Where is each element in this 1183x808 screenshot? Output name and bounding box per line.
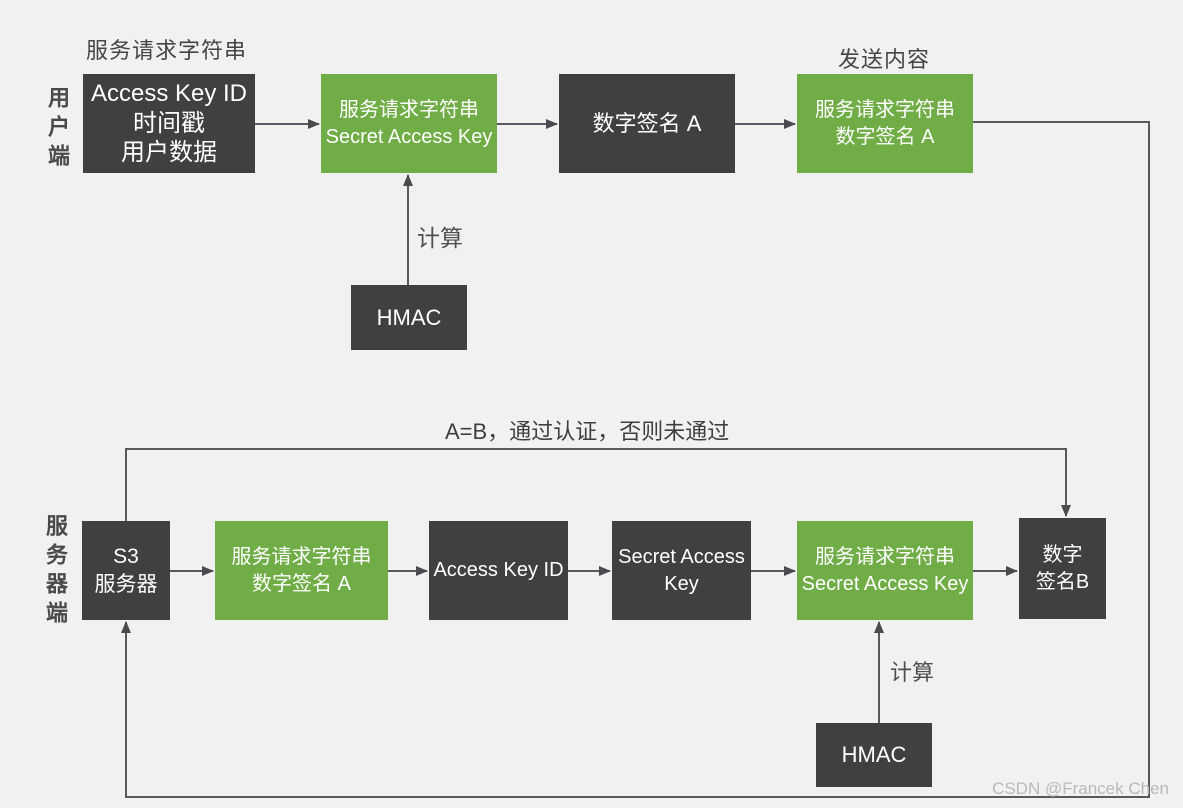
- node-line: 数字: [1042, 544, 1083, 567]
- node-access-key-id: Access Key ID: [429, 521, 568, 620]
- node-signature-a: 数字签名 A: [559, 74, 735, 173]
- label-compute-server: 计算: [890, 660, 935, 685]
- node-line: 用户数据: [121, 139, 217, 167]
- node-line: 服务请求字符串: [815, 99, 955, 122]
- node-hmac-client: HMAC: [351, 285, 467, 350]
- lane-label-client: 用户端: [45, 86, 70, 173]
- node-line: HMAC: [841, 742, 907, 768]
- label-ab-check: A=B，通过认证，否则未通过: [445, 419, 730, 444]
- node-server-received: 服务请求字符串 数字签名 A: [215, 521, 388, 620]
- node-client-combine: 服务请求字符串 Secret Access Key: [321, 74, 497, 173]
- node-line: Secret Access Key: [801, 572, 969, 595]
- node-line: 服务请求字符串: [339, 99, 479, 122]
- node-line: HMAC: [376, 304, 442, 330]
- node-line: Key: [664, 572, 699, 595]
- node-signature-b: 数字 签名B: [1019, 518, 1106, 619]
- node-line: 服务请求字符串: [815, 546, 955, 569]
- label-send-content: 发送内容: [838, 47, 931, 72]
- label-compute-client: 计算: [417, 225, 463, 251]
- watermark: CSDN @Francek Chen: [992, 779, 1169, 798]
- arrow-ab-comparison: [125, 448, 1071, 521]
- arrow-sendcontent-to-s3: [121, 121, 1150, 798]
- node-server-combine: 服务请求字符串 Secret Access Key: [797, 521, 973, 620]
- node-send-content: 服务请求字符串 数字签名 A: [797, 74, 973, 173]
- node-secret-access-key: Secret Access Key: [612, 521, 751, 620]
- node-line: 数字签名 A: [252, 572, 351, 595]
- node-line: 服务器: [94, 572, 158, 596]
- node-client-input: Access Key ID 时间戳 用户数据: [83, 74, 255, 173]
- lane-label-server: 服务器端: [43, 514, 68, 630]
- node-line: Access Key ID: [90, 80, 248, 108]
- node-line: S3: [113, 544, 139, 568]
- node-line: 服务请求字符串: [231, 546, 372, 569]
- node-s3-server: S3 服务器: [82, 521, 170, 620]
- node-line: Secret Access Key: [325, 125, 493, 148]
- label-request-string: 服务请求字符串: [86, 38, 248, 63]
- node-line: 时间戳: [133, 109, 205, 137]
- node-line: 数字签名 A: [592, 110, 702, 136]
- node-line: Secret Access: [618, 546, 745, 569]
- node-line: Access Key ID: [433, 559, 564, 582]
- node-line: 签名B: [1035, 570, 1090, 593]
- node-hmac-server: HMAC: [816, 723, 932, 787]
- node-line: 数字签名 A: [835, 125, 935, 148]
